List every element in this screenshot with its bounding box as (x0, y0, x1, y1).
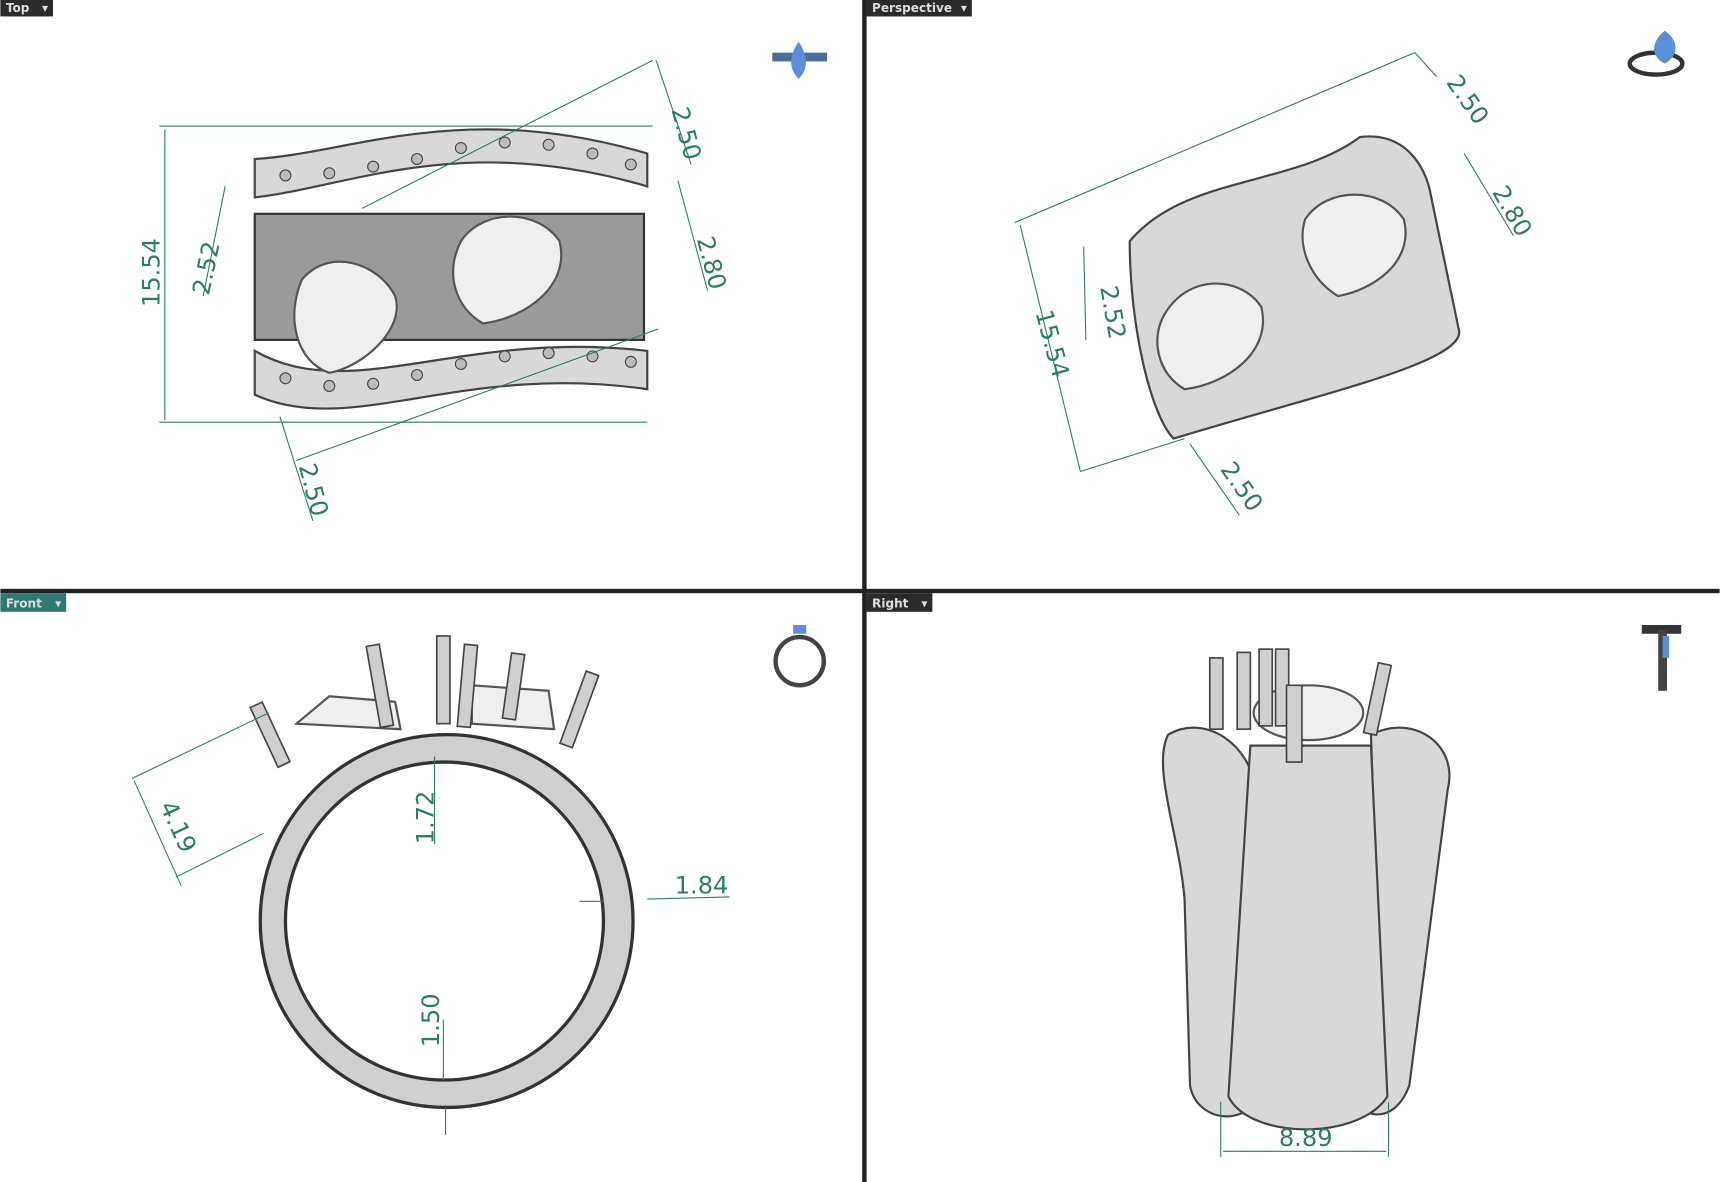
dimension-label: 2.52 (1094, 283, 1131, 341)
viewport-label: Perspective (872, 1, 952, 15)
dimension-label: 8.89 (1279, 1124, 1333, 1152)
viewport-label: Top (6, 1, 30, 15)
viewport-front[interactable]: Front ▾ (0, 593, 827, 1135)
ring-model-top (253, 128, 649, 410)
dimension-label: 2.50 (666, 104, 707, 163)
viewport-label: Right (872, 596, 909, 610)
dimension-label: 2.52 (187, 239, 226, 297)
dimension-label: 2.50 (1441, 70, 1495, 130)
ring-model-front (249, 635, 635, 1110)
dimension-label: 4.19 (154, 797, 202, 857)
dropdown-arrow-icon[interactable]: ▾ (55, 596, 62, 610)
viewport-right[interactable]: Right ▾ 8.89 (866, 593, 1682, 1157)
ring-model-perspective (1128, 135, 1461, 440)
ring-model-right (1161, 648, 1451, 1131)
dimension-label: 15.54 (137, 238, 165, 307)
dimension-label: 2.80 (1486, 181, 1537, 241)
viewport-tab-perspective[interactable]: Perspective ▾ (866, 0, 972, 17)
ring-preview-icon (772, 41, 828, 79)
dropdown-arrow-icon[interactable]: ▾ (42, 1, 49, 15)
dimension-label: 1.72 (411, 791, 439, 845)
dimension-label: 1.50 (417, 993, 445, 1047)
viewport-label: Front (6, 596, 42, 610)
dimensions-top: 15.54 2.50 2.52 2.80 2.50 (137, 59, 732, 521)
dimension-label: 2.50 (293, 460, 334, 519)
viewport-tab-front[interactable]: Front ▾ (0, 593, 67, 612)
dropdown-arrow-icon[interactable]: ▾ (921, 596, 928, 610)
viewport-perspective[interactable]: Perspective ▾ 2.50 2.80 2.52 15.54 2.50 (866, 0, 1685, 517)
dimension-label: 15.54 (1030, 307, 1075, 381)
ring-preview-icon (1641, 624, 1682, 691)
dimension-label: 2.50 (1215, 457, 1269, 517)
ring-preview-icon (1627, 30, 1685, 77)
ring-preview-icon (773, 624, 827, 688)
viewport-top[interactable]: Top ▾ 15.54 (0, 0, 828, 521)
dimensions-right: 8.89 (1220, 1101, 1390, 1157)
viewport-tab-top[interactable]: Top ▾ (0, 0, 53, 17)
dimension-label: 2.80 (691, 233, 732, 292)
horizontal-splitter[interactable] (0, 588, 1720, 594)
viewport-tab-right[interactable]: Right ▾ (866, 593, 933, 612)
dimension-label: 1.84 (675, 872, 729, 900)
dropdown-arrow-icon[interactable]: ▾ (961, 1, 968, 15)
